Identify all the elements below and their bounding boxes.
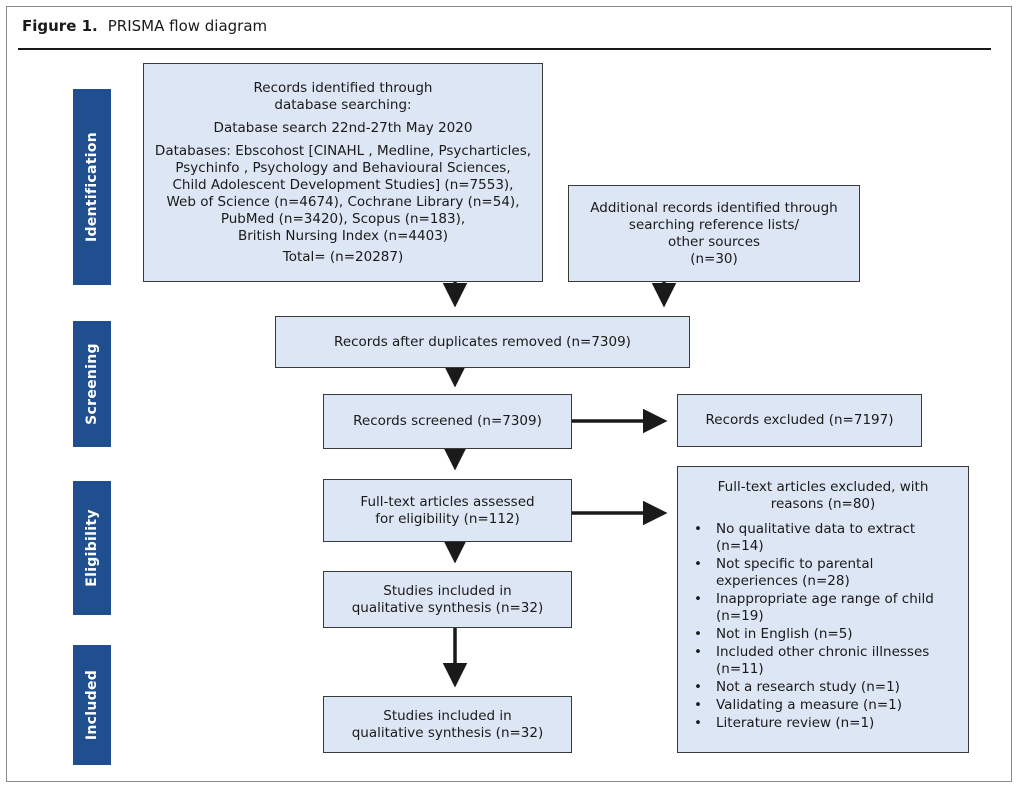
stage-eligibility: Eligibility bbox=[73, 481, 111, 615]
figure-label: Figure 1. bbox=[22, 17, 98, 35]
database-line: Psychinfo , Psychology and Behavioural S… bbox=[175, 159, 511, 176]
figure-caption: Figure 1. PRISMA flow diagram bbox=[22, 17, 267, 35]
stage-screening: Screening bbox=[73, 321, 111, 447]
figure-title: PRISMA flow diagram bbox=[107, 17, 268, 35]
identified-heading-line1: Records identified through bbox=[253, 79, 433, 96]
duplicates-removed-box: Records after duplicates removed (n=7309… bbox=[275, 316, 690, 368]
list-item: Not in English (n=5) bbox=[686, 626, 960, 643]
excluded-heading-line2: reasons (n=80) bbox=[770, 496, 876, 512]
identified-databases: Databases: Ebscohost [CINAHL , Medline, … bbox=[155, 143, 531, 245]
records-excluded-box: Records excluded (n=7197) bbox=[677, 394, 922, 447]
records-screened-box: Records screened (n=7309) bbox=[323, 394, 572, 449]
database-line: Child Adolescent Development Studies] (n… bbox=[172, 176, 514, 193]
title-rule bbox=[18, 48, 991, 50]
additional-line: Additional records identified through bbox=[590, 199, 838, 216]
qualitative2-line1: Studies included in bbox=[383, 707, 512, 724]
excluded-heading-line1: Full-text articles excluded, with bbox=[717, 479, 929, 495]
duplicates-removed-text: Records after duplicates removed (n=7309… bbox=[334, 333, 631, 350]
additional-line: searching reference lists/ bbox=[628, 216, 800, 233]
list-item: Inappropriate age range of child(n=19) bbox=[686, 591, 960, 625]
list-item: No qualitative data to extract(n=14) bbox=[686, 521, 960, 555]
fulltext-excluded-box: Full-text articles excluded, with reason… bbox=[677, 466, 969, 753]
identified-search-date: Database search 22nd-27th May 2020 bbox=[213, 119, 473, 136]
identified-heading-line2: database searching: bbox=[274, 96, 412, 113]
list-item: Validating a measure (n=1) bbox=[686, 697, 960, 714]
database-line: Web of Science (n=4674), Cochrane Librar… bbox=[166, 193, 520, 210]
exclusion-reasons-list: No qualitative data to extract(n=14) Not… bbox=[686, 521, 960, 732]
database-line: Databases: Ebscohost [CINAHL , Medline, … bbox=[154, 142, 532, 159]
fulltext-assessed-box: Full-text articles assessed for eligibil… bbox=[323, 479, 572, 542]
additional-records-box: Additional records identified through se… bbox=[568, 185, 860, 282]
qualitative1-line2: qualitative synthesis (n=32) bbox=[351, 599, 544, 616]
stage-included: Included bbox=[73, 645, 111, 765]
records-excluded-text: Records excluded (n=7197) bbox=[705, 412, 894, 428]
figure-frame bbox=[6, 6, 1012, 782]
list-item: Not a research study (n=1) bbox=[686, 679, 960, 696]
qualitative2-line2: qualitative synthesis (n=32) bbox=[351, 724, 544, 741]
list-item: Included other chronic illnesses(n=11) bbox=[686, 644, 960, 678]
qualitative-synthesis-box-2: Studies included in qualitative synthesi… bbox=[323, 696, 572, 753]
identified-total: Total= (n=20287) bbox=[282, 248, 404, 265]
fulltext-line2: for eligibility (n=112) bbox=[375, 510, 520, 527]
qualitative1-line1: Studies included in bbox=[383, 582, 512, 599]
additional-line: (n=30) bbox=[690, 250, 738, 267]
database-line: PubMed (n=3420), Scopus (n=183), bbox=[220, 210, 466, 227]
fulltext-line1: Full-text articles assessed bbox=[360, 493, 535, 510]
list-item: Literature review (n=1) bbox=[686, 715, 960, 732]
additional-line: other sources bbox=[667, 233, 761, 250]
records-identified-box: Records identified through database sear… bbox=[143, 63, 543, 282]
qualitative-synthesis-box-1: Studies included in qualitative synthesi… bbox=[323, 571, 572, 628]
database-line: British Nursing Index (n=4403) bbox=[237, 227, 449, 244]
records-screened-text: Records screened (n=7309) bbox=[353, 413, 542, 429]
stage-identification: Identification bbox=[73, 89, 111, 285]
